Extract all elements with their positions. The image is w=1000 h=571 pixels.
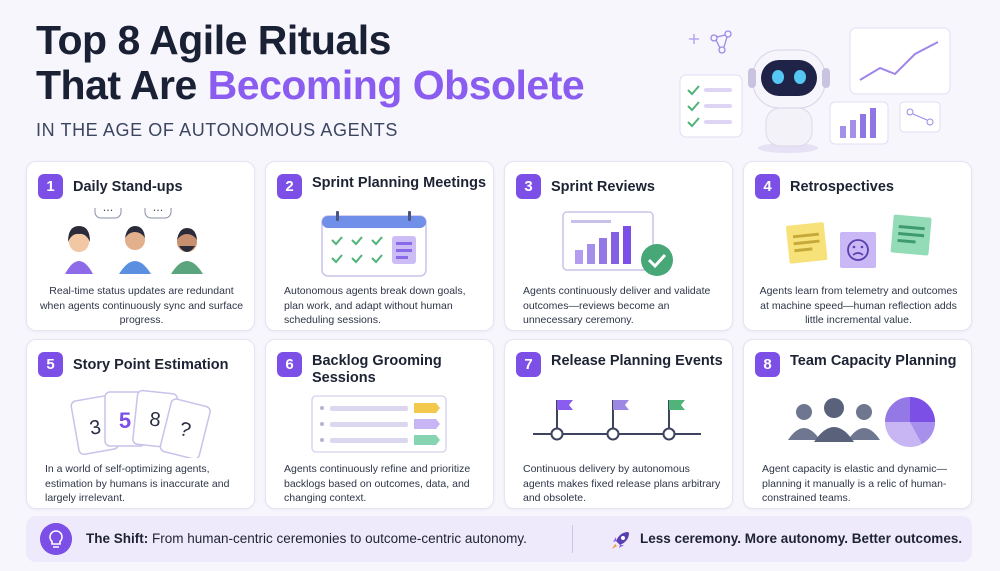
title-plain: That Are [36, 62, 208, 108]
rituals-grid: 1 Daily Stand-ups ··· ··· Real-time stat… [26, 161, 974, 509]
title-accent: Becoming Obsolete [207, 62, 585, 108]
ritual-card-story-point-estimation: 5 Story Point Estimation 3 5 8 ? In a wo… [26, 339, 255, 509]
svg-text:···: ··· [103, 208, 114, 217]
shift-text: From human-centric ceremonies to outcome… [148, 531, 527, 546]
card-title: Daily Stand-ups [73, 179, 183, 195]
dashboard-check-icon [562, 211, 673, 276]
card-number-badge: 3 [516, 174, 541, 199]
card-description: Agent capacity is elastic and dynamic—pl… [762, 463, 948, 504]
bar-chart-panel [829, 101, 889, 145]
card-number-badge: 7 [516, 352, 541, 377]
card-title: Retrospectives [790, 179, 894, 195]
people-chatting-icon: ··· ··· [65, 208, 203, 274]
shift-label: The Shift: [86, 531, 149, 546]
sticky-notes-icon [785, 214, 932, 268]
ritual-card-sprint-reviews: 3 Sprint Reviews Agents continuously del… [504, 161, 733, 331]
shift-statement: The Shift: From human-centric ceremonies… [86, 531, 527, 546]
node-graph-panel [899, 101, 941, 133]
page-title-line1: Top 8 Agile Rituals [36, 17, 391, 63]
estimate-card-value: 3 [88, 416, 103, 440]
ritual-card-sprint-planning: 2 Sprint Planning Meetings Autonomous ag… [265, 161, 494, 331]
card-description: In a world of self-optimizing agents, es… [45, 463, 230, 504]
backlog-list-icon [311, 395, 447, 453]
card-number-badge: 6 [277, 352, 302, 377]
card-title: Sprint Planning Meetings [312, 175, 487, 191]
footer-banner: The Shift: From human-centric ceremonies… [26, 516, 972, 562]
card-description: Real-time status updates are redundant w… [39, 285, 244, 326]
line-chart-panel [849, 27, 951, 95]
header: Top 8 Agile Rituals That Are Becoming Ob… [36, 18, 656, 148]
checklist-panel [679, 74, 743, 138]
card-description: Agents continuously refine and prioritiz… [284, 463, 471, 504]
card-description: Agents continuously deliver and validate… [523, 285, 711, 326]
card-title: Release Planning Events [551, 353, 723, 369]
tagline: Less ceremony. More autonomy. Better out… [640, 531, 963, 546]
network-icon [710, 30, 732, 54]
sparkle-icon [689, 34, 699, 44]
card-title: Story Point Estimation [73, 357, 229, 373]
estimation-cards-icon: 3 5 8 ? [70, 389, 211, 458]
release-timeline-icon [533, 400, 701, 441]
lightbulb-icon [40, 523, 72, 555]
calendar-checklist-icon [321, 211, 427, 277]
team-pie-icon [788, 397, 936, 447]
ritual-card-backlog-grooming: 6 Backlog Grooming Sessions Agents conti… [265, 339, 494, 509]
card-number-badge: 5 [38, 352, 63, 377]
estimate-card-value: 8 [148, 408, 161, 431]
robot-hero-illustration [679, 27, 951, 153]
card-number-badge: 1 [38, 174, 63, 199]
ritual-card-team-capacity: 8 Team Capacity Planning Agent capacity … [743, 339, 972, 509]
robot-icon [748, 49, 830, 153]
card-title: Backlog Grooming Sessions [312, 353, 442, 386]
card-description: Agents learn from telemetry and outcomes… [759, 285, 958, 326]
ritual-card-retrospectives: 4 Retrospectives Agents learn from telem… [743, 161, 972, 331]
card-description: Continuous delivery by autonomous agents… [523, 463, 721, 504]
card-number-badge: 8 [755, 352, 780, 377]
page-subtitle: IN THE AGE OF AUTONOMOUS AGENTS [36, 120, 398, 140]
card-description: Autonomous agents break down goals, plan… [284, 285, 466, 326]
card-number-badge: 2 [277, 174, 302, 199]
card-title: Team Capacity Planning [790, 353, 957, 369]
card-number-badge: 4 [755, 174, 780, 199]
svg-text:···: ··· [153, 208, 164, 217]
card-title: Sprint Reviews [551, 179, 655, 195]
rocket-icon [612, 532, 629, 549]
estimate-card-value: 5 [119, 408, 131, 433]
ritual-card-daily-standups: 1 Daily Stand-ups ··· ··· Real-time stat… [26, 161, 255, 331]
estimate-card-value: ? [177, 418, 193, 442]
ritual-card-release-planning: 7 Release Planning Events Continuous del… [504, 339, 733, 509]
footer-divider [572, 525, 573, 553]
page-title-line2: That Are Becoming Obsolete [36, 62, 656, 108]
